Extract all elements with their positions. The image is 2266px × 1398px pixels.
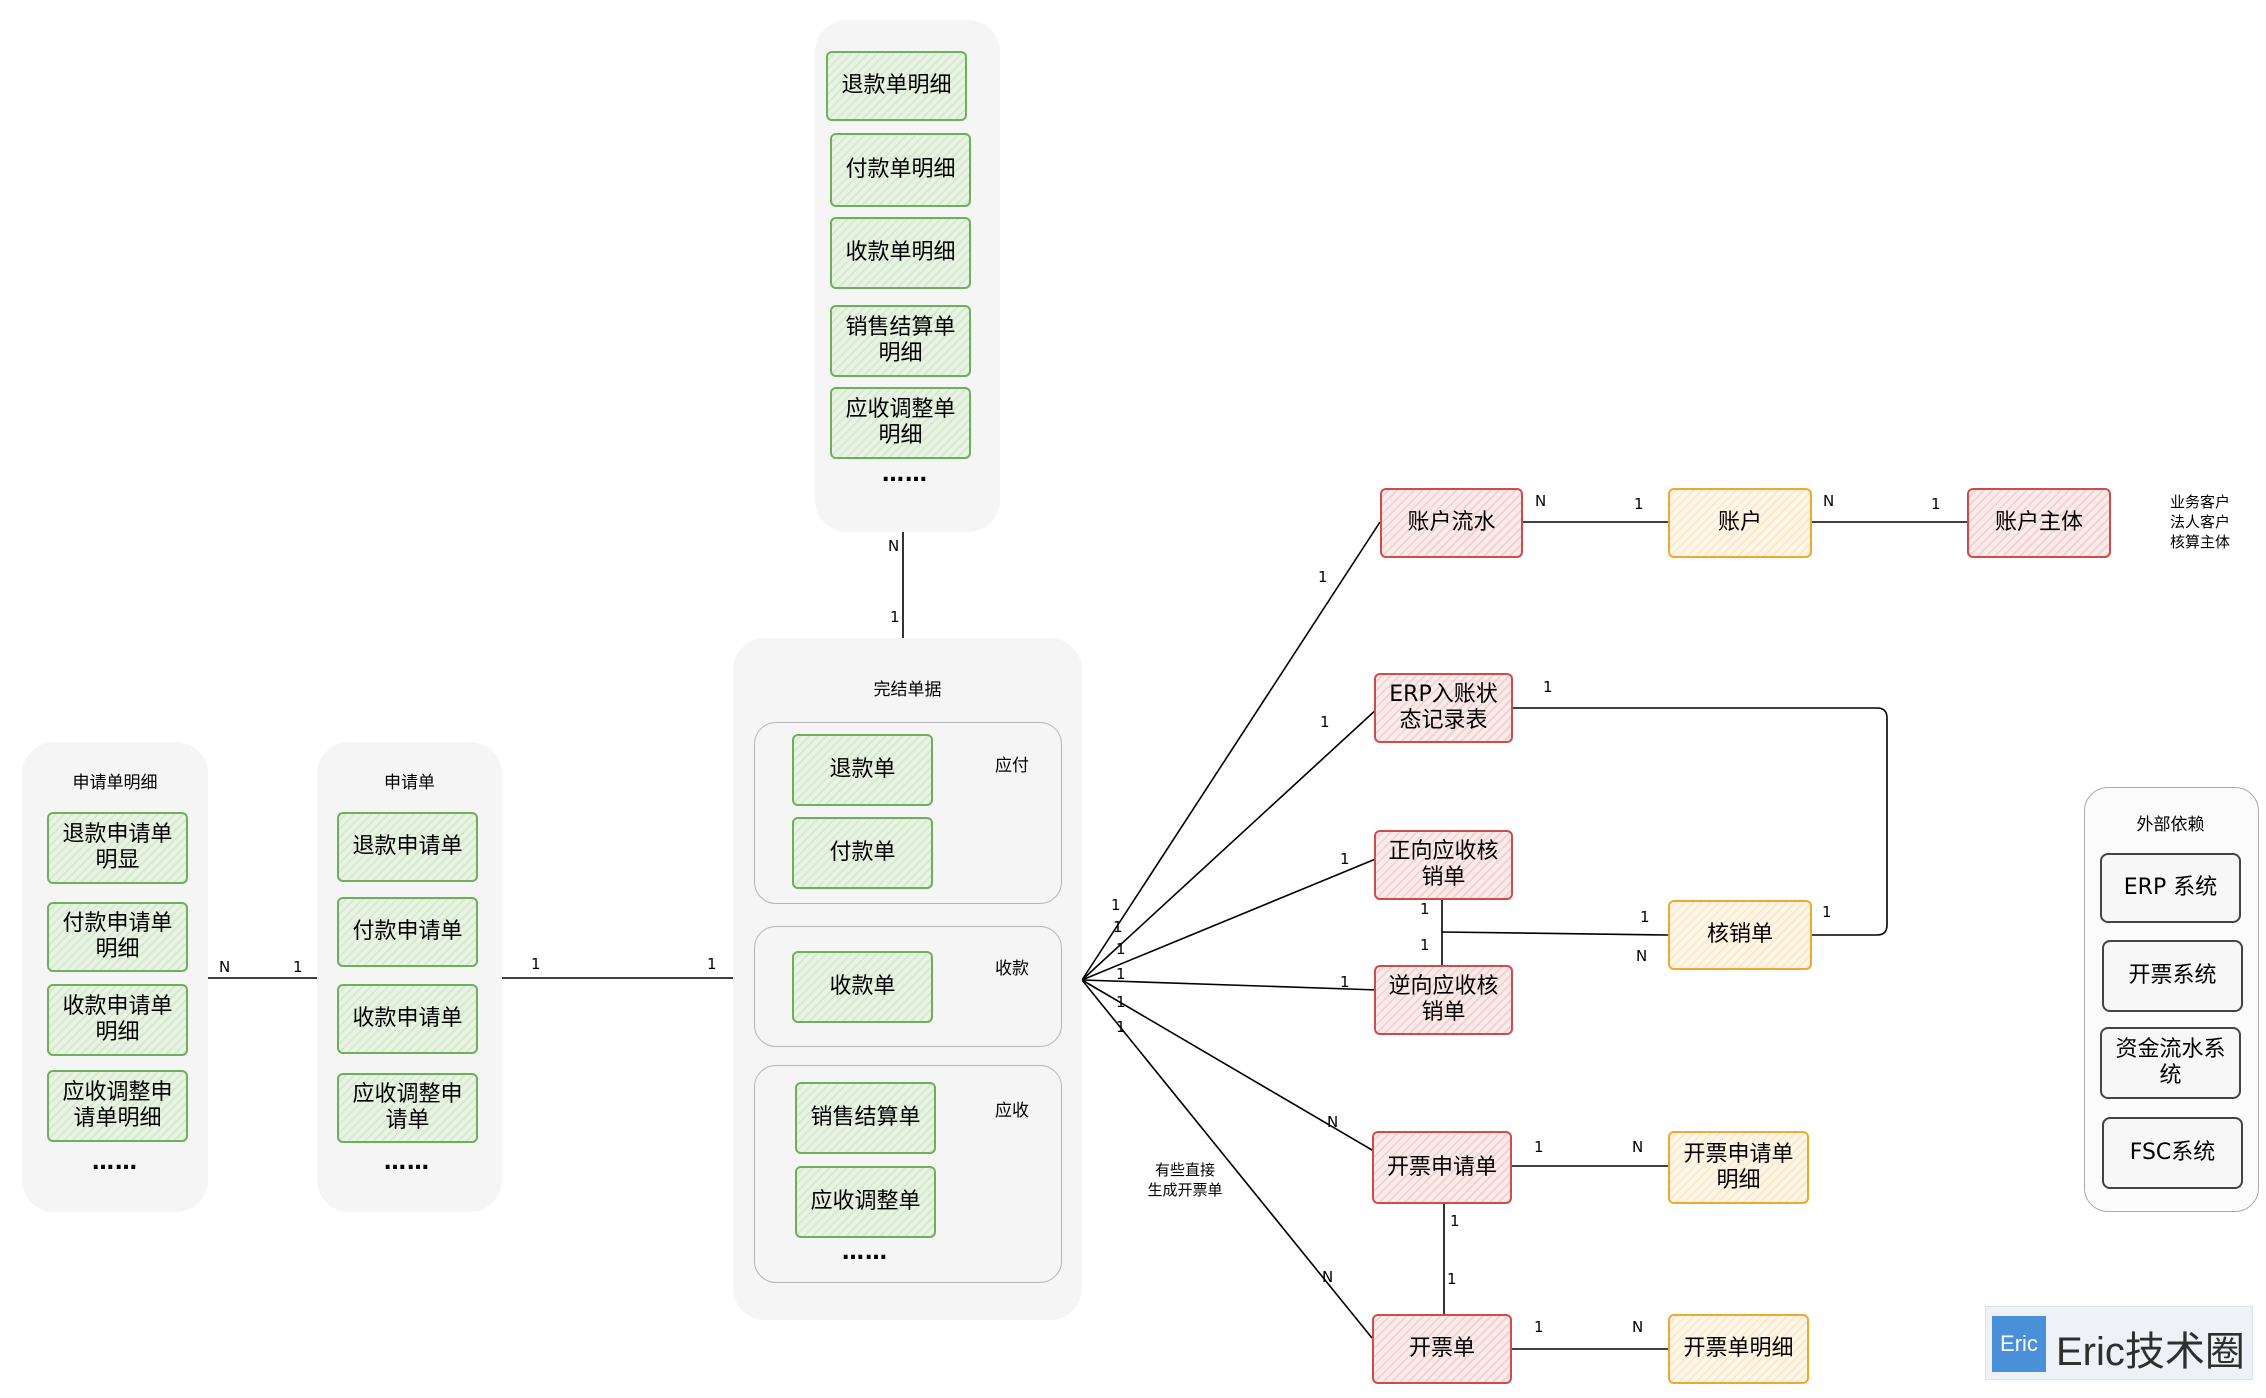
receipt-label: 收款 bbox=[995, 959, 1029, 979]
receivable-adjust-application-box: 应收调整申请单 bbox=[337, 1073, 478, 1143]
card-invoice-n: N bbox=[1322, 1268, 1334, 1286]
erp-system-box: ERP 系统 bbox=[2100, 853, 2241, 923]
card-appdetail-1: 1 bbox=[293, 958, 303, 976]
invoice-application-box: 开票申请单 bbox=[1372, 1131, 1512, 1204]
card-invapp-n: N bbox=[1327, 1113, 1339, 1131]
account-subject-box: 账户主体 bbox=[1967, 488, 2111, 558]
edge-completed-to-erp-status bbox=[1081, 707, 1379, 981]
sales-settlement-box: 销售结算单 bbox=[795, 1082, 936, 1154]
forward-writeoff-box: 正向应收核销单 bbox=[1374, 830, 1513, 900]
card-erp-1: 1 bbox=[1320, 713, 1330, 731]
direct-invoice-note: 有些直接 生成开票单 bbox=[1130, 1160, 1240, 1200]
card-erp-writeoff-1a: 1 bbox=[1543, 678, 1553, 696]
account-box: 账户 bbox=[1668, 488, 1812, 558]
card-fan-2: 1 bbox=[1113, 918, 1123, 936]
card-appdetail-n: N bbox=[219, 958, 231, 976]
refund-application-detail-box: 退款申请单明显 bbox=[47, 812, 188, 884]
invoice-box: 开票单 bbox=[1372, 1314, 1512, 1384]
card-invoice-detail-1: 1 bbox=[1534, 1318, 1544, 1336]
card-invapp-invoice-1a: 1 bbox=[1450, 1212, 1460, 1230]
card-reverse-up-1: 1 bbox=[1420, 936, 1430, 954]
edge-erp-status-to-writeoff bbox=[1513, 707, 1888, 936]
card-accflow-account-1: 1 bbox=[1634, 495, 1644, 513]
edge-completed-to-invoice bbox=[1081, 979, 1373, 1339]
fsc-system-box: FSC系统 bbox=[2102, 1117, 2243, 1189]
card-fan-5: 1 bbox=[1116, 993, 1126, 1011]
payment-application-detail-box: 付款申请单明细 bbox=[47, 902, 188, 972]
direct-invoice-note-line-1: 有些直接 bbox=[1154, 1161, 1215, 1179]
invoice-application-detail-box: 开票申请单明细 bbox=[1668, 1131, 1809, 1204]
reverse-writeoff-box: 逆向应收核销单 bbox=[1374, 965, 1513, 1035]
card-fan-1: 1 bbox=[1111, 896, 1121, 914]
card-fan-4: 1 bbox=[1116, 965, 1126, 983]
card-account-subject-1: 1 bbox=[1931, 495, 1941, 513]
card-app-1b: 1 bbox=[707, 955, 717, 973]
card-forward-down-1: 1 bbox=[1420, 900, 1430, 918]
account-flow-box: 账户流水 bbox=[1380, 488, 1523, 558]
payable-label: 应付 bbox=[995, 756, 1029, 776]
receivable-label: 应收 bbox=[995, 1101, 1029, 1121]
receivable-adjust-box: 应收调整单 bbox=[795, 1166, 936, 1238]
card-top-n: N bbox=[888, 537, 900, 555]
external-dependencies-title: 外部依赖 bbox=[2136, 815, 2205, 835]
edge-completed-to-reverse-writeoff bbox=[1081, 979, 1379, 991]
application-details-title: 申请单明细 bbox=[72, 773, 158, 793]
card-app-1a: 1 bbox=[531, 955, 541, 973]
refund-doc-box: 退款单 bbox=[792, 734, 933, 806]
application-details-ellipsis: …… bbox=[92, 1150, 138, 1175]
watermark: Eric Eric技术圈 bbox=[1985, 1306, 2253, 1380]
card-invapp-detail-n: N bbox=[1632, 1138, 1644, 1156]
card-fan-3: 1 bbox=[1116, 940, 1126, 958]
erp-status-table-box: ERP入账状态记录表 bbox=[1374, 673, 1513, 743]
receipt-application-detail-box: 收款申请单明细 bbox=[47, 984, 188, 1056]
card-erp-writeoff-1b: 1 bbox=[1822, 903, 1832, 921]
note-accounting-subject: 核算主体 bbox=[2169, 533, 2230, 551]
payment-detail-box: 付款单明细 bbox=[830, 133, 971, 207]
edge-completed-to-invoice-application bbox=[1081, 979, 1373, 1151]
account-subject-types-note: 业务客户 法人客户 核算主体 bbox=[2150, 492, 2250, 552]
writeoff-box: 核销单 bbox=[1668, 900, 1812, 970]
invoicing-system-box: 开票系统 bbox=[2102, 940, 2243, 1012]
receivable-adjust-application-detail-box: 应收调整申请单明细 bbox=[47, 1070, 188, 1142]
receivable-ellipsis: …… bbox=[842, 1240, 888, 1265]
receipt-doc-box: 收款单 bbox=[792, 951, 933, 1023]
card-invapp-invoice-1b: 1 bbox=[1447, 1270, 1457, 1288]
watermark-logo: Eric bbox=[1992, 1316, 2046, 1372]
invoice-detail-box: 开票单明细 bbox=[1668, 1314, 1809, 1384]
completed-documents-title: 完结单据 bbox=[873, 680, 942, 700]
edge-completed-to-forward-writeoff bbox=[1081, 857, 1379, 981]
refund-detail-box: 退款单明细 bbox=[826, 51, 967, 121]
card-writeoff-n: N bbox=[1636, 947, 1648, 965]
note-legal-customer: 法人客户 bbox=[2169, 513, 2230, 531]
applications-title: 申请单 bbox=[384, 773, 435, 793]
edge-to-writeoff bbox=[1441, 931, 1669, 936]
payment-doc-box: 付款单 bbox=[792, 817, 933, 889]
card-top-1: 1 bbox=[890, 608, 900, 626]
card-fan-6: 1 bbox=[1116, 1018, 1126, 1036]
top-details-ellipsis: …… bbox=[882, 462, 928, 487]
watermark-text: Eric技术圈 bbox=[2056, 1330, 2245, 1374]
direct-invoice-note-line-2: 生成开票单 bbox=[1147, 1181, 1223, 1199]
card-account-subject-n: N bbox=[1823, 492, 1835, 510]
payment-application-box: 付款申请单 bbox=[337, 897, 478, 967]
receipt-detail-box: 收款单明细 bbox=[830, 217, 971, 289]
note-business-customer: 业务客户 bbox=[2169, 493, 2230, 511]
card-accflow-account-n: N bbox=[1535, 492, 1547, 510]
refund-application-box: 退款申请单 bbox=[337, 812, 478, 882]
sales-settlement-detail-box: 销售结算单明细 bbox=[830, 305, 971, 377]
fund-flow-system-box: 资金流水系统 bbox=[2100, 1027, 2241, 1099]
edge-completed-to-account-flow bbox=[1081, 521, 1381, 981]
card-invoice-detail-n: N bbox=[1632, 1318, 1644, 1336]
card-invapp-detail-1: 1 bbox=[1534, 1138, 1544, 1156]
card-writeoff-1: 1 bbox=[1640, 908, 1650, 926]
receipt-application-box: 收款申请单 bbox=[337, 984, 478, 1054]
card-forward-1: 1 bbox=[1340, 850, 1350, 868]
applications-ellipsis: …… bbox=[384, 1150, 430, 1175]
card-accflow-1: 1 bbox=[1318, 568, 1328, 586]
receivable-adjust-detail-box: 应收调整单明细 bbox=[830, 387, 971, 459]
card-reverse-1: 1 bbox=[1340, 973, 1350, 991]
